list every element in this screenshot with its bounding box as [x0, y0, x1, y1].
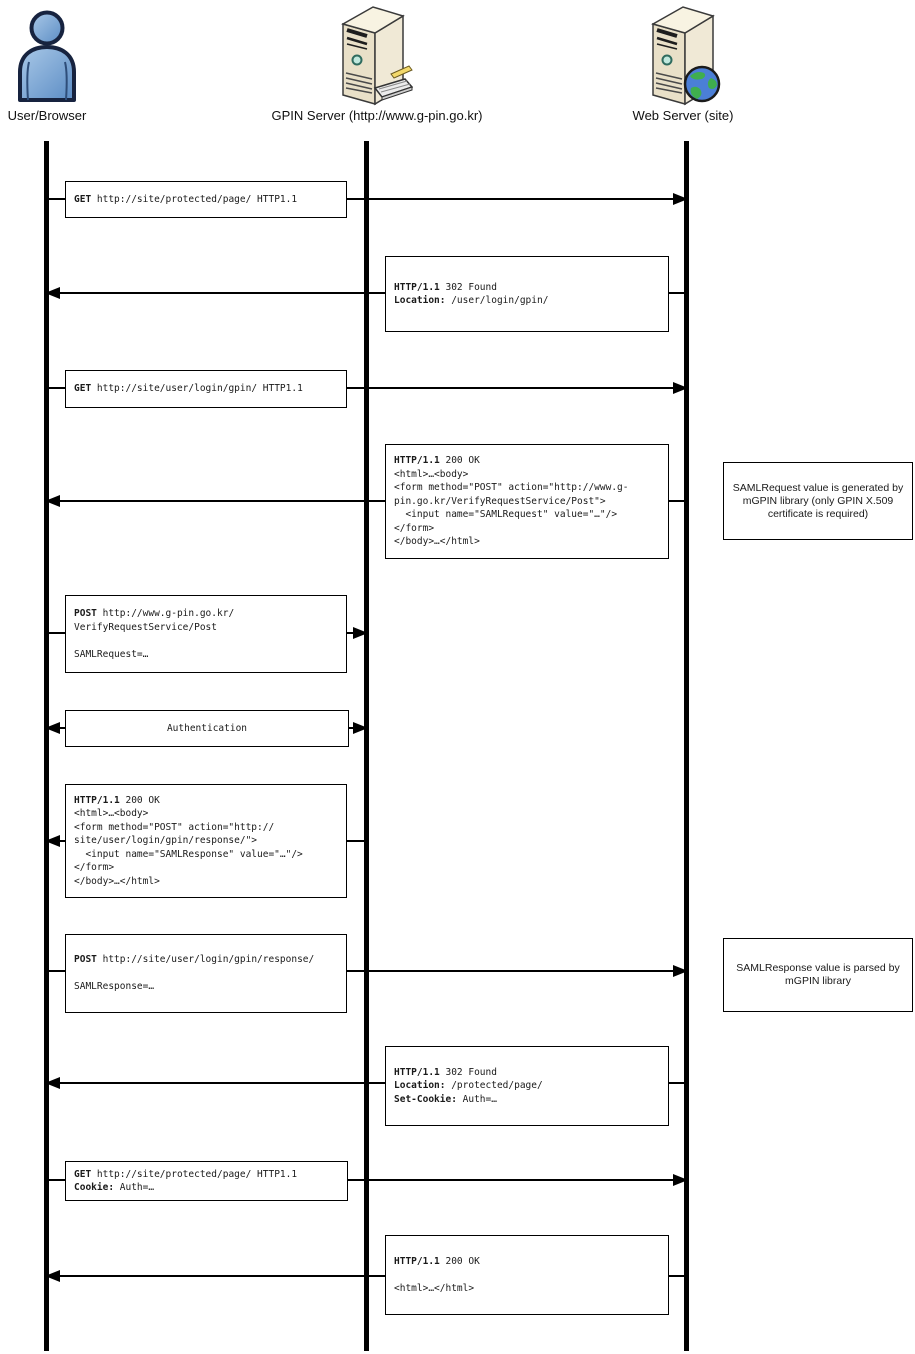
actor-label-web: Web Server (site) — [632, 108, 734, 123]
person-icon — [18, 10, 76, 102]
arrowhead-right-icon — [673, 965, 688, 977]
arrowhead-right-icon — [673, 1174, 688, 1186]
message-box-post-verifyrequest: POST http://www.g-pin.go.kr/ VerifyReque… — [65, 595, 347, 673]
message-box-200-samlrequest-form: HTTP/1.1 200 OK <html>…<body> <form meth… — [385, 444, 669, 559]
actor-label-user: User/Browser — [7, 108, 87, 123]
lifeline-user — [44, 141, 49, 1351]
arrowhead-right-icon — [673, 382, 688, 394]
arrowhead-left-icon — [45, 722, 60, 734]
note-samlresponse-parsed: SAMLResponse value is parsed by mGPIN li… — [723, 938, 913, 1012]
message-box-302-setcookie: HTTP/1.1 302 Found Location: /protected/… — [385, 1046, 669, 1126]
arrow-200-final-page — [45, 1270, 686, 1282]
arrowhead-right-icon — [673, 193, 688, 205]
message-box-get-protected-cookie: GET http://site/protected/page/ HTTP1.1 … — [65, 1161, 348, 1201]
arrow-200-samlrequest-form — [45, 495, 686, 507]
message-box-302-found-login: HTTP/1.1 302 Found Location: /user/login… — [385, 256, 669, 332]
message-box-get-protected-page: GET http://site/protected/page/ HTTP1.1 — [65, 181, 347, 218]
arrowhead-right-icon — [353, 627, 368, 639]
arrowhead-left-icon — [45, 287, 60, 299]
arrow-get-protected-cookie — [47, 1174, 688, 1186]
arrow-get-protected-request — [47, 193, 688, 205]
arrowhead-left-icon — [45, 1077, 60, 1089]
server-globe-icon — [651, 6, 721, 106]
message-box-post-gpin-response: POST http://site/user/login/gpin/respons… — [65, 934, 347, 1013]
message-box-200-samlresponse-form: HTTP/1.1 200 OK <html>…<body> <form meth… — [65, 784, 347, 898]
server-keyboard-icon — [341, 6, 413, 106]
arrowhead-left-icon — [45, 1270, 60, 1282]
arrow-get-login-gpin — [47, 382, 688, 394]
arrow-post-gpin-response — [47, 965, 688, 977]
lifeline-gpin — [364, 141, 369, 1351]
actor-label-gpin: GPIN Server (http://www.g-pin.go.kr) — [271, 108, 483, 123]
lifeline-web — [684, 141, 689, 1351]
arrow-302-login-redirect — [45, 287, 686, 299]
arrowhead-left-icon — [45, 835, 60, 847]
message-box-authentication: Authentication — [65, 710, 349, 747]
arrowhead-right-icon — [353, 722, 368, 734]
message-box-get-login-gpin: GET http://site/user/login/gpin/ HTTP1.1 — [65, 370, 347, 408]
arrow-302-setcookie — [45, 1077, 686, 1089]
arrowhead-left-icon — [45, 495, 60, 507]
note-samlrequest-generated: SAMLRequest value is generated by mGPIN … — [723, 462, 913, 540]
message-box-200-final-page: HTTP/1.1 200 OK <html>…</html> — [385, 1235, 669, 1315]
